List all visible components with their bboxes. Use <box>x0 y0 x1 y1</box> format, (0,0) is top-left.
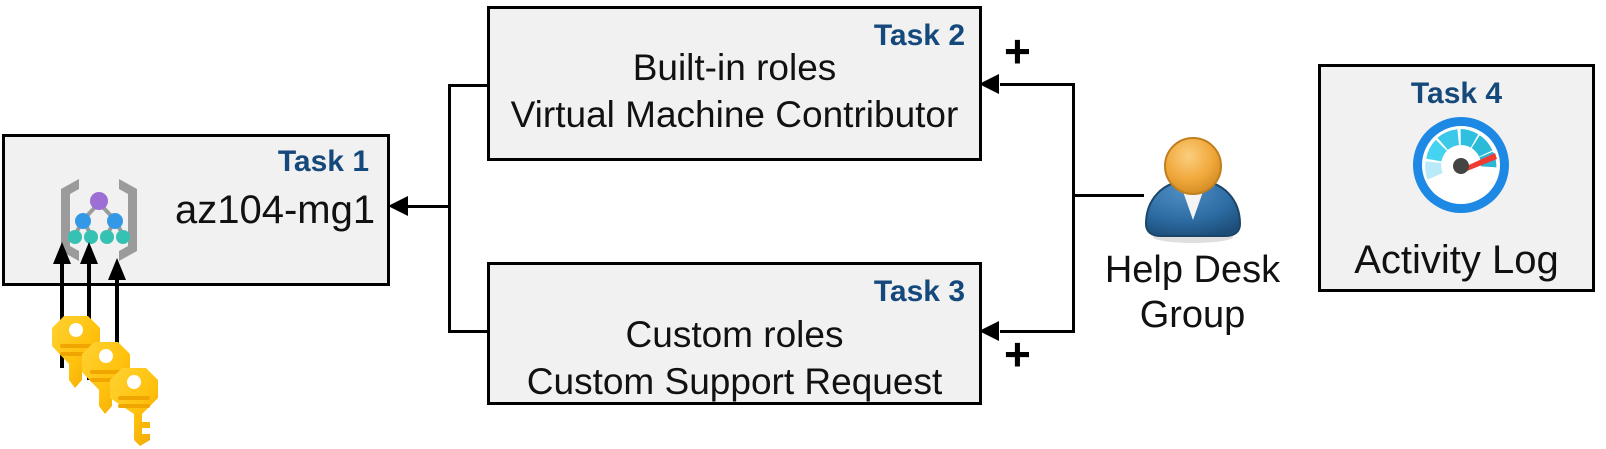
task-box-3[interactable]: Task 3 Custom roles Custom Support Reque… <box>487 262 982 405</box>
connector-task2-to-junction <box>448 84 490 87</box>
connector-left-vertical <box>448 84 451 333</box>
connector-junction-to-task2 <box>1000 83 1075 86</box>
helpdesk-group-caption: Help Desk Group <box>1104 249 1281 336</box>
task-2-label: Task 2 <box>873 19 965 52</box>
activity-log-gauge-icon <box>1413 117 1509 213</box>
task-2-line-2: Virtual Machine Contributor <box>510 94 959 136</box>
user-group-avatar-icon <box>1144 137 1242 243</box>
task-box-1[interactable]: Task 1 az104-mg1 <box>2 134 390 286</box>
keys-icon <box>52 316 158 446</box>
connector-junction-to-task1 <box>398 205 450 208</box>
arrowhead-left-task2 <box>979 74 999 94</box>
connector-right-vertical <box>1072 83 1075 332</box>
task-1-label: Task 1 <box>277 145 369 178</box>
plus-sign-task3: + <box>1004 328 1031 380</box>
arrowhead-left-task1 <box>388 196 408 216</box>
task-1-text: az104-mg1 <box>175 188 376 232</box>
task-4-text: Activity Log <box>1354 238 1559 282</box>
task-3-line-1: Custom roles <box>625 314 844 355</box>
task-box-4[interactable]: Task 4 Activity Log <box>1318 64 1595 292</box>
arrowhead-left-task3 <box>979 321 999 341</box>
plus-sign-task2: + <box>1004 25 1031 77</box>
task-3-label: Task 3 <box>873 275 965 308</box>
task-4-label: Task 4 <box>1410 77 1503 110</box>
task-box-2[interactable]: Task 2 Built-in roles Virtual Machine Co… <box>487 6 982 161</box>
connector-junction-to-task3 <box>1000 330 1075 333</box>
management-group-icon <box>61 179 137 261</box>
task-3-line-2: Custom Support Request <box>526 361 943 403</box>
connector-helpdesk-to-junction <box>1072 194 1144 197</box>
connector-task3-to-junction <box>448 330 490 333</box>
task-2-line-1: Built-in roles <box>632 47 837 88</box>
